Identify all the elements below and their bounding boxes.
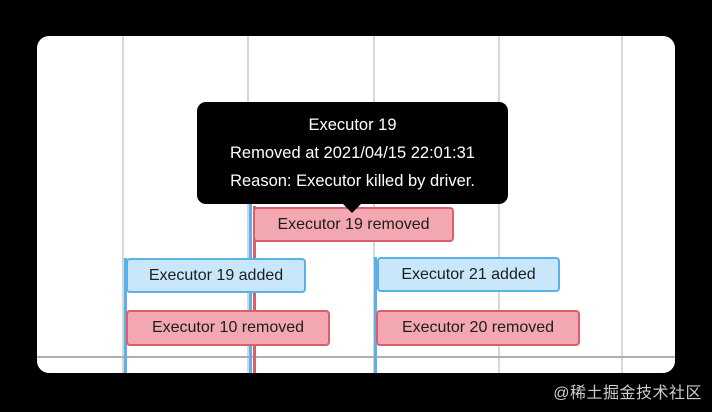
- event-executor-19-added[interactable]: Executor 19 added: [126, 258, 306, 293]
- tooltip-caret-icon: [342, 203, 362, 213]
- timeline-axis-line: [37, 356, 675, 358]
- timeline-panel: Executor 19 removed Executor 19 added Ex…: [37, 36, 675, 373]
- event-marker-line-executor-19-added: [124, 258, 127, 373]
- gridline: [498, 36, 500, 373]
- gridline: [373, 36, 375, 373]
- gridline: [122, 36, 124, 373]
- event-tooltip: Executor 19 Removed at 2021/04/15 22:01:…: [197, 102, 508, 213]
- tooltip-title: Executor 19: [308, 116, 397, 134]
- event-marker-line-executor-21-added: [374, 257, 377, 373]
- event-executor-20-removed[interactable]: Executor 20 removed: [376, 310, 580, 346]
- event-executor-10-removed[interactable]: Executor 10 removed: [126, 310, 330, 346]
- event-executor-21-added[interactable]: Executor 21 added: [377, 257, 560, 292]
- watermark: @稀土掘金技术社区: [553, 385, 702, 402]
- gridline: [621, 36, 623, 373]
- gridline: [247, 36, 249, 373]
- tooltip-reason: Reason: Executor killed by driver.: [230, 172, 475, 190]
- tooltip-removed-at: Removed at 2021/04/15 22:01:31: [230, 144, 475, 162]
